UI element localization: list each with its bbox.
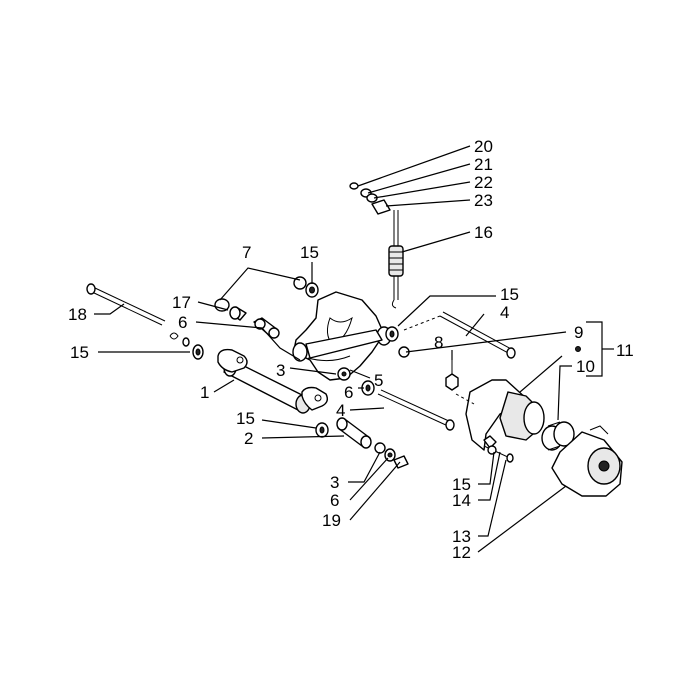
callout-15-top: 15	[300, 243, 319, 262]
callout-17: 17	[172, 293, 191, 312]
lower-hardware-part	[374, 442, 409, 469]
callout-4-lower: 4	[336, 401, 345, 420]
callout-15-lower: 15	[236, 409, 255, 428]
long-bolt-part	[86, 283, 166, 326]
washer-15c-part	[385, 326, 410, 358]
top-hardware-part	[349, 182, 391, 215]
callout-1: 1	[200, 383, 209, 402]
callout-21: 21	[474, 155, 493, 174]
clip-part	[169, 332, 190, 347]
bushing-10-part	[541, 421, 575, 451]
leader-lines	[94, 145, 614, 553]
main-tube-part	[217, 348, 329, 414]
callout-15-bottom: 15	[452, 475, 471, 494]
bushing-3-upper-part	[337, 367, 351, 381]
bushing-15-top-part	[305, 282, 319, 298]
callout-19: 19	[322, 511, 341, 530]
callout-4-upper: 4	[500, 303, 509, 322]
pin-6-part	[253, 317, 280, 339]
callout-18: 18	[68, 305, 87, 324]
callout-22: 22	[474, 173, 493, 192]
bushing-7-part	[214, 276, 307, 312]
callout-12: 12	[452, 543, 471, 562]
spacer-17-part	[229, 306, 247, 321]
sleeve-2-part	[336, 417, 372, 449]
callout-15-left: 15	[70, 343, 89, 362]
callout-9: 9	[574, 323, 583, 342]
damper-16-part	[388, 210, 404, 309]
cover-plate-9-part	[465, 379, 545, 451]
washer-15b-part	[192, 344, 204, 360]
callout-6-lower: 6	[330, 491, 339, 510]
bolt-4-upper-part	[439, 311, 516, 359]
callout-15-right: 15	[500, 285, 519, 304]
callout-6-mid: 6	[344, 383, 353, 402]
callout-13: 13	[452, 527, 471, 546]
callout-3-lower: 3	[330, 473, 339, 492]
bolt-4-lower-part	[377, 389, 455, 431]
alignment-line	[403, 315, 441, 331]
housing-12-part	[551, 425, 623, 497]
swing-arm-part	[292, 291, 392, 381]
callout-labels: 20 21 22 23 16 7 15 17 18 6 15 15 4 9 11…	[68, 137, 634, 562]
washer-15d-part	[315, 422, 329, 438]
callout-3-upper: 3	[276, 361, 285, 380]
callout-5: 5	[374, 371, 383, 390]
callout-10: 10	[576, 357, 595, 376]
callout-6-upper: 6	[178, 313, 187, 332]
callout-8: 8	[434, 333, 443, 352]
bolt-13-14-part	[483, 435, 514, 463]
callout-23: 23	[474, 191, 493, 210]
callout-7: 7	[242, 243, 251, 262]
callout-11: 11	[616, 341, 634, 360]
callout-14: 14	[452, 491, 471, 510]
callout-2: 2	[244, 429, 253, 448]
callout-20: 20	[474, 137, 493, 156]
callout-16: 16	[474, 223, 493, 242]
